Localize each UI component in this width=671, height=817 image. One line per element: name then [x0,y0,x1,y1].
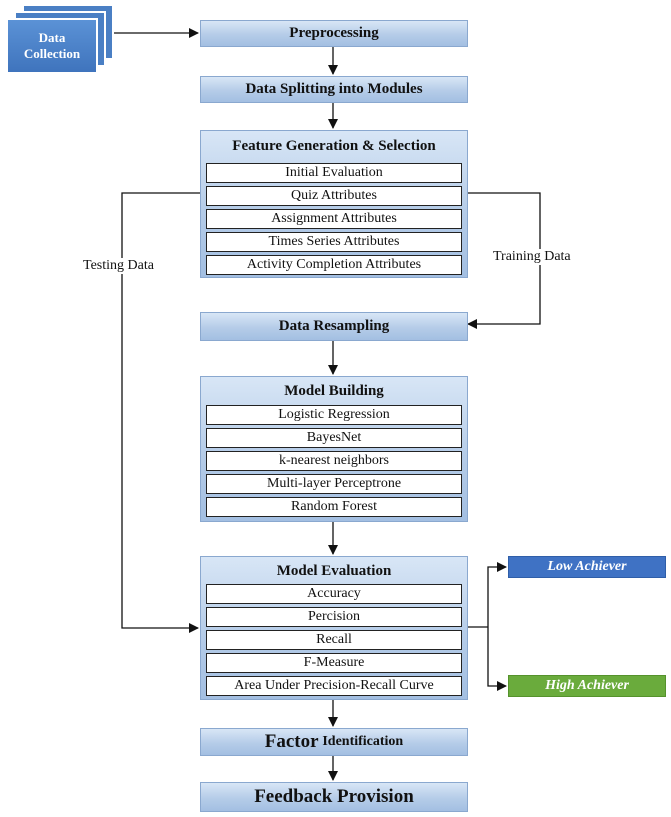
data-splitting-node: Data Splitting into Modules [200,76,468,103]
data-resampling-node: Data Resampling [200,312,468,341]
model-evaluation-title: Model Evaluation [276,563,392,579]
preprocessing-label: Preprocessing [289,25,379,41]
training-data-label: Training Data [490,249,574,265]
model-item-random-forest: Random Forest [206,497,462,517]
model-item-mlp: Multi-layer Perceptrone [206,474,462,494]
high-achiever-node: High Achiever [508,675,666,697]
eval-item-recall: Recall [206,630,462,650]
feature-item-quiz-attributes: Quiz Attributes [206,186,462,206]
feature-generation-title: Feature Generation & Selection [232,138,436,154]
model-item-knn: k-nearest neighbors [206,451,462,471]
data-collection-node: Data Collection [6,18,98,74]
preprocessing-node: Preprocessing [200,20,468,47]
factor-identification-word2: Identification [322,734,404,749]
branch-to-low-achiever [487,562,507,627]
feedback-provision-node: Feedback Provision [200,782,468,812]
feature-item-initial-evaluation: Initial Evaluation [206,163,462,183]
branch-to-high-achiever [487,627,507,691]
feature-generation-node: Feature Generation & Selection Initial E… [200,130,468,278]
eval-item-accuracy: Accuracy [206,584,462,604]
model-building-node: Model Building Logistic Regression Bayes… [200,376,468,522]
factor-identification-word1: Factor [264,731,319,752]
model-evaluation-node: Model Evaluation Accuracy Percision Reca… [200,556,468,700]
data-splitting-label: Data Splitting into Modules [245,81,423,97]
data-collection-line1: Data [38,30,66,45]
data-collection-line2: Collection [23,46,81,61]
feature-item-time-series-attributes: Times Series Attributes [206,232,462,252]
testing-data-label: Testing Data [80,258,157,274]
factor-identification-node: Factor Identification [200,728,468,756]
data-resampling-label: Data Resampling [278,318,390,334]
feature-item-activity-completion-attributes: Activity Completion Attributes [206,255,462,275]
model-building-title: Model Building [284,383,384,399]
feedback-provision-label: Feedback Provision [254,786,414,807]
feature-item-assignment-attributes: Assignment Attributes [206,209,462,229]
eval-item-f-measure: F-Measure [206,653,462,673]
low-achiever-node: Low Achiever [508,556,666,578]
eval-item-precision: Percision [206,607,462,627]
model-item-logistic-regression: Logistic Regression [206,405,462,425]
eval-item-area-under-pr-curve: Area Under Precision-Recall Curve [206,676,462,696]
model-item-bayesnet: BayesNet [206,428,462,448]
